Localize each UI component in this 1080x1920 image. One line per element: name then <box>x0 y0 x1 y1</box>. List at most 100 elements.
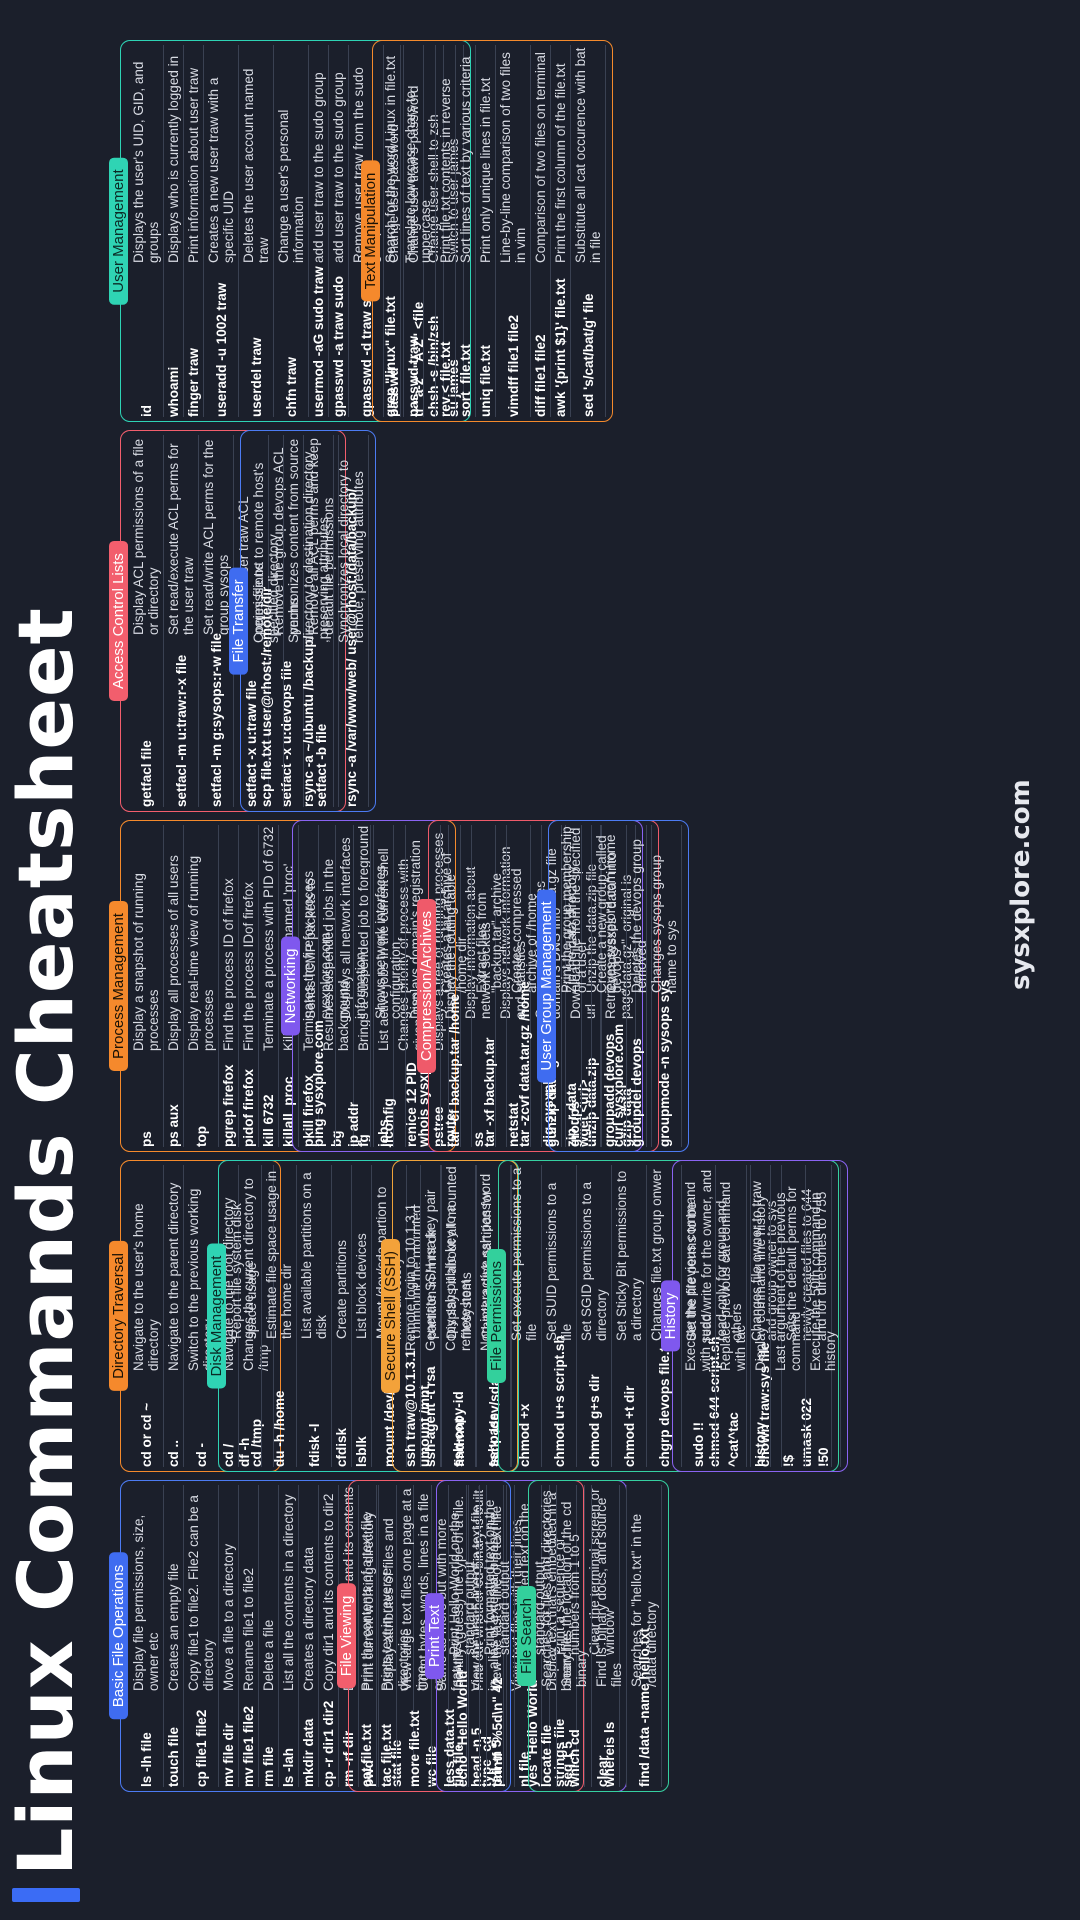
command-description: Display command line history <box>753 1195 768 1371</box>
page-title: Linux Commands Cheatsheet <box>0 607 92 1902</box>
command-row: cd or cd ~Navigate to the user's home di… <box>129 1165 164 1467</box>
command-text: pgrep firefox <box>221 1064 236 1147</box>
command-description: Searches for "hello.txt" in the /data di… <box>629 1513 659 1687</box>
command-description: Creates an empty file <box>166 1563 181 1691</box>
command-description: Find the process ID of firefox <box>221 878 236 1051</box>
command-description: Report file system disk space usage <box>229 1203 259 1339</box>
command-text: !50 <box>815 1447 831 1467</box>
section-heading: Access Control Lists <box>109 541 128 701</box>
command-description: Set Sticky Bit permissions to a director… <box>614 1170 644 1341</box>
command-text: !$ <box>780 1454 796 1467</box>
command-text: ls -lh file <box>138 1732 154 1787</box>
command-description: Prints text in reverse <box>379 1567 394 1691</box>
command-text: sort file.txt <box>458 344 473 417</box>
section-heading: Networking <box>281 936 300 1036</box>
command-text: ps aux <box>166 1104 181 1147</box>
command-row: gpasswd -a traw sudo add user traw to the… <box>329 45 349 417</box>
command-description: add user traw to the sudo group <box>331 72 346 263</box>
section-heading: History <box>661 1280 680 1352</box>
command-text: chmod +t dir <box>621 1385 637 1467</box>
command-text: chfn traw <box>283 356 299 417</box>
command-description: Set execute permissions to a file <box>509 1167 539 1341</box>
command-description: Execute the previous command with sudo <box>683 1181 713 1371</box>
command-text: cp file1 file2 <box>193 1709 209 1787</box>
command-description: Copy ssh public key to a remote host <box>443 1204 473 1351</box>
command-description: Set read/execute ACL perms for the user … <box>166 443 196 635</box>
command-text: chmod +x <box>516 1403 532 1467</box>
command-description: Synchronizes content from source directo… <box>286 438 331 643</box>
title-accent-bar <box>12 1888 80 1902</box>
command-description: List available partitions on a disk <box>299 1172 329 1339</box>
command-description: Rename file1 to file2 <box>241 1567 256 1691</box>
command-description: Print information about user traw <box>186 67 201 263</box>
command-description: Searches for files and directories <box>539 1490 554 1687</box>
command-description: Execute the 50th command in history <box>808 1192 838 1371</box>
command-description: List all the contents in a directory <box>281 1494 296 1691</box>
command-row: df -h Report file system disk space usage <box>227 1165 262 1467</box>
command-row: chfn traw Change a user's personal inform… <box>274 45 309 417</box>
command-description: Extract files from "backup.tar" archive <box>474 873 504 993</box>
command-text: df -h <box>236 1437 252 1467</box>
command-description: Display ACL permissions of a file or dir… <box>131 438 161 635</box>
command-description: Display a snapshot of running processes <box>131 873 161 1051</box>
command-description: Synchronizes local directory to remote, … <box>336 459 366 643</box>
command-text: printf "%5d\n" 42 <box>489 1677 505 1787</box>
command-text: touch file <box>166 1727 181 1787</box>
section-heading: Text Manipulation <box>361 160 380 302</box>
command-description: Set SUID permissions to a file <box>544 1182 574 1341</box>
command-text: grep "linux" file.txt <box>383 296 398 417</box>
command-text: ping sysxplore.com <box>310 1020 326 1147</box>
command-description: Display real-time view of running proces… <box>186 855 216 1051</box>
command-text: rsync -a /var/www/web/ user@rhost:/data/… <box>343 488 359 807</box>
command-text: ip addr <box>345 1101 361 1147</box>
command-row: sudo !!Execute the previous command with… <box>681 1165 716 1467</box>
command-description: Shows network interfaces configuration <box>373 865 403 1019</box>
command-text: setfacl -m u:traw:r-x file <box>173 654 189 807</box>
command-description: Display all processes of all users <box>166 855 181 1051</box>
command-text: userdel traw <box>248 337 264 417</box>
section-heading: File Permissions <box>487 1248 506 1384</box>
command-text: rev < file.txt <box>438 341 453 417</box>
command-text: gpasswd -a traw sudo <box>331 275 346 417</box>
command-description: Deletes the devops group <box>629 839 644 993</box>
section-heading: Print Text <box>425 1592 444 1680</box>
section-heading: Process Management <box>109 901 128 1071</box>
command-text: fdisk -l <box>306 1423 322 1467</box>
command-description: Find ls' binary docs, and source files <box>594 1497 624 1687</box>
command-description: Creates a new user traw with a specific … <box>206 77 236 263</box>
command-description: Replace previous cat command with tac <box>718 1181 748 1371</box>
command-row: ps aux Display all processes of all users <box>164 825 184 1147</box>
command-text: groupadd devops <box>601 1033 617 1147</box>
command-description: Change a user's personal information <box>276 109 306 263</box>
command-description: Terminate a process with PID of 6732 <box>261 826 276 1051</box>
command-description: Copies file.txt to remote host's specifi… <box>251 462 281 643</box>
command-text: cd .. <box>166 1439 181 1467</box>
